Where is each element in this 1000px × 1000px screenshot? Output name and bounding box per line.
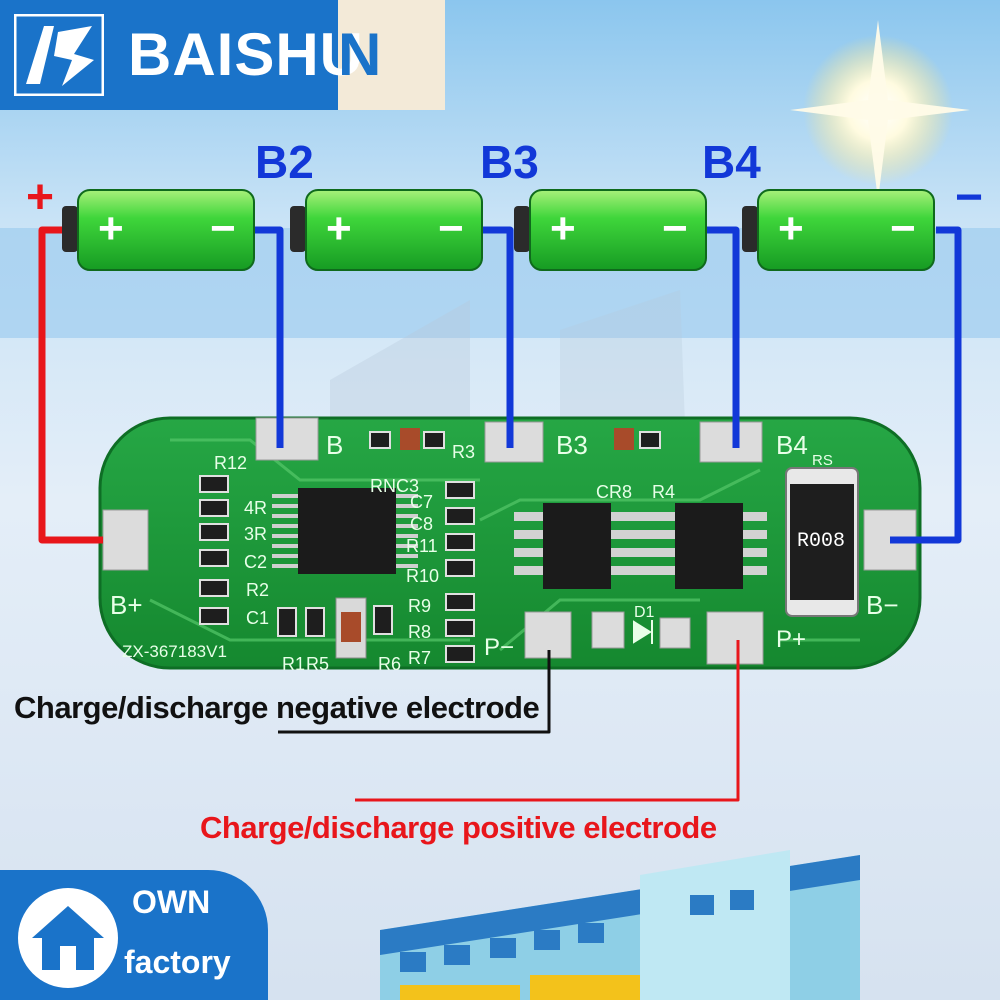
brand-name: BAISHU xyxy=(118,0,363,110)
chip-main xyxy=(298,488,396,574)
cell-label-b3: B3 xyxy=(480,136,539,188)
mosfet-2 xyxy=(675,503,743,589)
cell-minus-glyph: − xyxy=(662,204,688,253)
factory-illustration xyxy=(380,850,860,1000)
badge-line1: OWN xyxy=(132,884,211,920)
cell-plus-glyph: + xyxy=(326,204,352,253)
brand-name-tail: N xyxy=(338,21,382,88)
cell-minus-glyph: − xyxy=(210,204,236,253)
pad-label-bminus: B− xyxy=(866,590,899,620)
silk-c7: C7 xyxy=(410,492,434,512)
mosfet-1 xyxy=(543,503,611,589)
battery-4 xyxy=(742,189,935,271)
silk-r10: R10 xyxy=(406,566,440,586)
silk-r7: R7 xyxy=(408,648,432,668)
silk-r11: R11 xyxy=(406,536,438,556)
battery-cells xyxy=(62,189,935,271)
silk-c2: C2 xyxy=(244,552,268,572)
pad-label-bplus: B+ xyxy=(110,590,143,620)
house-icon xyxy=(18,888,118,988)
silk-4r: 4R xyxy=(244,498,268,518)
bs-monogram-icon xyxy=(0,0,118,110)
battery-2 xyxy=(290,189,483,271)
silk-r3: R3 xyxy=(452,442,476,462)
silk-r4: R4 xyxy=(652,482,676,502)
silk-c8: C8 xyxy=(410,514,434,534)
pad-label-b4: B4 xyxy=(776,430,808,460)
cell-plus-glyph: + xyxy=(778,204,804,253)
silk-r6: R6 xyxy=(378,654,402,674)
silk-rnc3: RNC3 xyxy=(370,476,420,496)
board-model: ZX-367183V1 xyxy=(122,642,227,661)
pack-minus-sign: − xyxy=(955,171,984,224)
negative-electrode-callout: Charge/discharge negative electrode xyxy=(14,690,540,725)
positive-electrode-callout: Charge/discharge positive electrode xyxy=(200,810,717,845)
silk-r8: R8 xyxy=(408,622,432,642)
cell-plus-glyph: + xyxy=(550,204,576,253)
silk-r9: R9 xyxy=(408,596,432,616)
silk-r5: R5 xyxy=(306,654,330,674)
silk-d1: D1 xyxy=(634,604,655,621)
brand-header: BAISHU N xyxy=(0,0,445,110)
pad-label-pplus: P+ xyxy=(776,626,807,653)
silk-r2: R2 xyxy=(246,580,270,600)
battery-1 xyxy=(62,189,255,271)
silk-r12: R12 xyxy=(214,453,248,473)
pad-label-b: B xyxy=(326,430,344,460)
cell-plus-glyph: + xyxy=(98,204,124,253)
cell-minus-glyph: − xyxy=(890,204,916,253)
silk-c1: C1 xyxy=(246,608,270,628)
silk-3r: 3R xyxy=(244,524,268,544)
silk-r1: R1 xyxy=(282,654,306,674)
pack-plus-sign: + xyxy=(26,171,55,224)
battery-3 xyxy=(514,189,707,271)
cell-label-b4: B4 xyxy=(702,136,761,188)
shunt-marking: R008 xyxy=(797,530,846,553)
silk-rs: RS xyxy=(812,452,833,469)
badge-line2: factory xyxy=(124,944,231,980)
pad-label-b3: B3 xyxy=(556,430,588,460)
pad-label-pminus: P− xyxy=(484,634,515,661)
cell-label-b2: B2 xyxy=(255,136,314,188)
silk-cr8: CR8 xyxy=(596,482,633,502)
cell-minus-glyph: − xyxy=(438,204,464,253)
